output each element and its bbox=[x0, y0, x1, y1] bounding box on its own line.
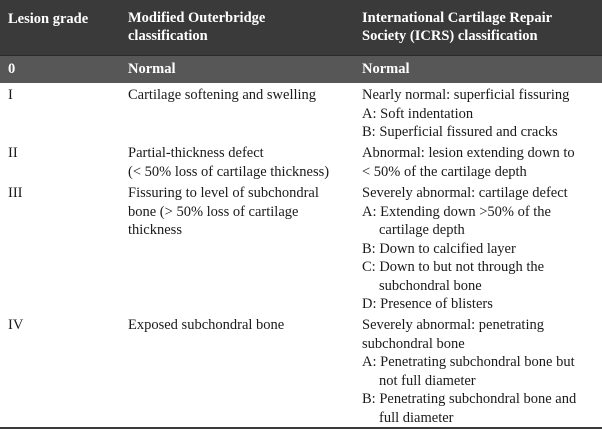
grade-3-label: III bbox=[8, 185, 23, 201]
table-bottom-rule bbox=[0, 427, 602, 429]
grade-3-icrs-line: B: Down to calcified layer bbox=[362, 240, 516, 257]
grade-1-outerbridge: Cartilage softening and swelling bbox=[128, 86, 316, 105]
header-icrs-line1: International Cartilage Repair bbox=[362, 10, 553, 26]
grade-4-icrs-line: A: Penetrating subchondral bone but bbox=[362, 354, 575, 370]
header-lesion-grade: Lesion grade bbox=[8, 11, 89, 27]
header-icrs: International Cartilage Repair Society (… bbox=[362, 9, 552, 45]
grade-3-icrs: Severely abnormal: cartilage defect A: E… bbox=[362, 184, 568, 314]
grade-3-icrs-line: C: Down to but not through the bbox=[362, 259, 545, 275]
grade-4-label: IV bbox=[8, 317, 24, 333]
grade-4-icrs-line: not full diameter bbox=[379, 372, 476, 389]
grade-2-outerbridge: Partial-thickness defect (< 50% loss of … bbox=[128, 144, 329, 181]
grade-3-outerbridge-line: thickness bbox=[128, 222, 182, 238]
table-header bbox=[0, 0, 602, 55]
grade-0-label: 0 bbox=[8, 61, 16, 77]
grade-4-outerbridge-line: Exposed subchondral bone bbox=[128, 317, 285, 333]
grade-3-icrs-line: D: Presence of blisters bbox=[362, 296, 493, 312]
grade-1-icrs-line: Nearly normal: superficial fissuring bbox=[362, 87, 570, 103]
grade-0-outerbridge: Normal bbox=[128, 61, 176, 77]
grade-1-icrs-line: A: Soft indentation bbox=[362, 105, 474, 122]
header-outerbridge-line2: classification bbox=[128, 28, 208, 44]
header-outerbridge: Modified Outerbridge classification bbox=[128, 9, 265, 45]
grade-4-icrs-line: B: Penetrating subchondral bone and bbox=[362, 391, 577, 407]
grade-1-icrs: Nearly normal: superficial fissuring A: … bbox=[362, 86, 569, 142]
grade-4-icrs-line: Severely abnormal: penetrating bbox=[362, 317, 544, 333]
grade-4-outerbridge: Exposed subchondral bone bbox=[128, 316, 284, 335]
grade-1-icrs-line: B: Superficial fissured and cracks bbox=[362, 124, 558, 140]
grade-3-icrs-line: Severely abnormal: cartilage defect bbox=[362, 185, 568, 201]
grade-3-icrs-line: subchondral bone bbox=[379, 277, 482, 294]
grade-4-icrs: Severely abnormal: penetrating subchondr… bbox=[362, 316, 576, 427]
header-outerbridge-line1: Modified Outerbridge bbox=[128, 10, 266, 26]
grade-4-icrs-line: full diameter bbox=[379, 409, 454, 426]
grade-3-outerbridge: Fissuring to level of subchondral bone (… bbox=[128, 184, 319, 240]
header-icrs-line2: Society (ICRS) classification bbox=[362, 28, 538, 44]
grade-3-outerbridge-line: Fissuring to level of subchondral bbox=[128, 185, 319, 201]
grade-2-label: II bbox=[8, 145, 18, 161]
grade-3-icrs-line: A: Extending down >50% of the bbox=[362, 203, 551, 220]
grade-4-icrs-line: subchondral bone bbox=[362, 335, 465, 352]
grade-0-icrs: Normal bbox=[362, 61, 410, 77]
grade-2-outerbridge-line: Partial-thickness defect bbox=[128, 145, 264, 161]
grade-2-outerbridge-line: (< 50% loss of cartilage thickness) bbox=[128, 163, 330, 180]
grade-1-label: I bbox=[8, 87, 13, 103]
grade-1-outerbridge-line: Cartilage softening and swelling bbox=[128, 87, 317, 103]
grade-3-icrs-line: cartilage depth bbox=[379, 222, 465, 238]
grade-0-row bbox=[0, 55, 602, 83]
grade-2-icrs: Abnormal: lesion extending down to < 50%… bbox=[362, 144, 575, 181]
grade-3-outerbridge-line: bone (> 50% loss of cartilage bbox=[128, 203, 299, 220]
grade-2-icrs-line: < 50% of the cartilage depth bbox=[362, 163, 527, 180]
grade-2-icrs-line: Abnormal: lesion extending down to bbox=[362, 145, 575, 161]
